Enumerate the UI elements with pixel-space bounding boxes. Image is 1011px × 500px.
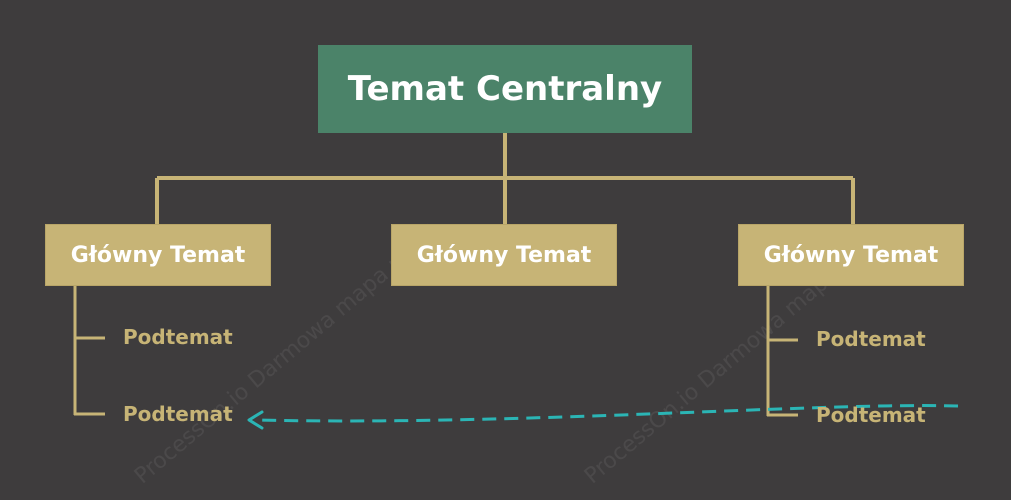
central-topic-label: Temat Centralny [347, 69, 663, 109]
main-topic-label: Główny Temat [70, 242, 246, 268]
arrowhead-icon [247, 410, 264, 430]
subtopic[interactable]: Podtemat [816, 403, 926, 427]
dashed-relationship-arrow [254, 404, 959, 423]
subtopic[interactable]: Podtemat [816, 327, 926, 351]
main-topic-label: Główny Temat [763, 242, 939, 268]
main-topic-1[interactable]: Główny Temat [45, 224, 271, 286]
central-topic[interactable]: Temat Centralny [318, 45, 692, 133]
main-topic-label: Główny Temat [416, 242, 592, 268]
subtopic[interactable]: Podtemat [123, 402, 233, 426]
main-topic-3[interactable]: Główny Temat [738, 224, 964, 286]
main-topic-2[interactable]: Główny Temat [391, 224, 617, 286]
subtopic[interactable]: Podtemat [123, 325, 233, 349]
